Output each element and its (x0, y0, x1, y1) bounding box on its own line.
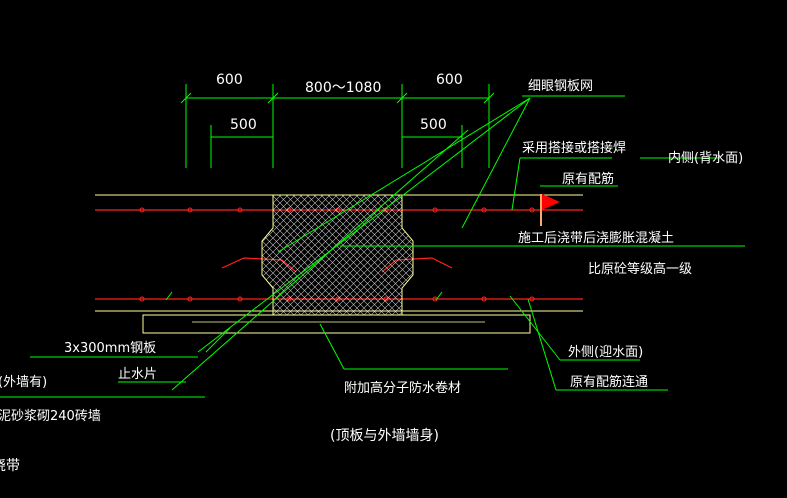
label-steel-plate: 3x300mm钢板 (64, 341, 156, 356)
label-fine-mesh: 细眼钢板网 (528, 79, 593, 94)
label-existing-rebar: 原有配筋 (562, 171, 614, 187)
label-water-stop: 止水片 (118, 367, 157, 382)
dim-top-left: 600 (216, 72, 243, 88)
label-lap-weld: 采用搭接或搭接焊 (522, 140, 626, 156)
label-inner-side: 内侧(背水面) (668, 150, 743, 166)
flag-marker-icon (540, 194, 560, 226)
bottom-steel-plate (142, 314, 531, 334)
dim-inner-right: 500 (420, 117, 447, 133)
label-rebar-continuous: 原有配筋连通 (570, 374, 648, 390)
dim-top-right: 600 (436, 72, 463, 88)
post-pour-band (261, 194, 414, 316)
label-higher-grade: 比原砼等级高一级 (588, 261, 692, 277)
label-cut-left-1: (外墙有) (0, 375, 47, 390)
dim-top-middle: 800～1080 (305, 80, 381, 96)
leader-lines (0, 95, 745, 398)
label-cut-left-3: 浇带 (0, 458, 20, 474)
dim-inner-left: 500 (230, 117, 257, 133)
label-cut-left-2: 泥砂浆砌240砖墙 (0, 409, 101, 424)
label-outer-side: 外侧(迎水面) (568, 345, 643, 360)
label-waterproof-membrane: 附加高分子防水卷材 (344, 380, 461, 396)
diagram-caption: (顶板与外墙墙身) (330, 428, 439, 444)
dimension-lines (180, 84, 495, 168)
label-post-pour-concrete: 施工后浇带后浇膨胀混凝土 (518, 230, 674, 246)
